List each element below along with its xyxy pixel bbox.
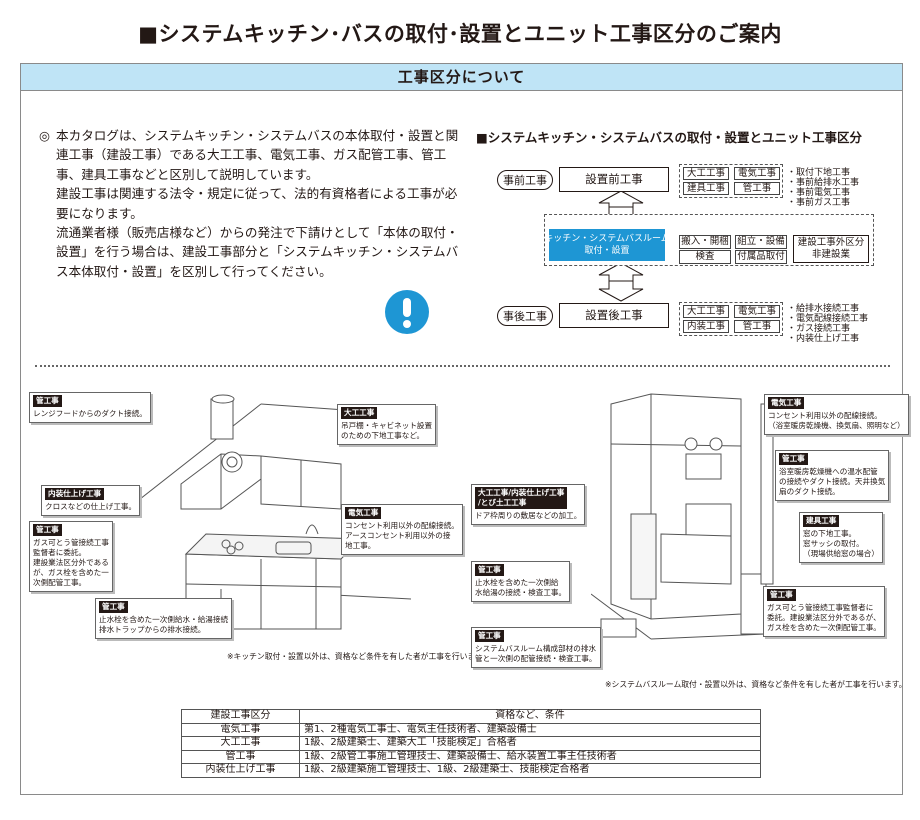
label-head: 大工工事 xyxy=(341,407,378,419)
label-head: 管工事 xyxy=(475,630,504,642)
row-conditions: 1級、2級建築士、建築大工「技能検定」合格者 xyxy=(299,736,761,751)
section-divider xyxy=(35,365,890,367)
label-body: 浴室暖房乾燥機への温水配管 の接続やダクト接続。天井換気 扇のダクト接続。 xyxy=(779,467,886,496)
pre-note-4: ・事前ガス工事 xyxy=(787,198,851,208)
label-body: コンセント利用以外の配線接続。 （浴室暖房乾燥機、換気扇、照明など） xyxy=(768,411,905,430)
pre-main-box: 設置前工事 xyxy=(559,167,669,192)
header-category: 建設工事区分 xyxy=(181,709,300,724)
row-conditions: 第1、2種電気工事士、電気主任技術者、建築設備士 xyxy=(299,722,761,737)
tag-unpacking: 搬入・開梱 xyxy=(679,235,731,249)
label-body: クロスなどの仕上げ工事。 xyxy=(45,502,137,511)
label-head: 電気工事 xyxy=(768,397,805,409)
intro-paragraph-2: 建設工事は関連する法令・規定に従って、法的有資格者による工事が必要になります。 xyxy=(56,186,458,221)
post-tag-carpentry: 大工工事 xyxy=(683,305,729,318)
table-row: 電気工事 第1、2種電気工事士、電気主任技術者、建築設備士 xyxy=(181,722,761,737)
kitchen-footnote: ※キッチン取付・設置以外は、資格など条件を有した者が工事を行います。 xyxy=(227,652,491,661)
installation-line-1: キッチン・システムバスルーム xyxy=(544,234,670,244)
post-note-3: ・ガス接続工事 xyxy=(787,324,851,334)
table-row: 管工事 1級、2級管工事施工管理技士、建築設備士、給水装置工事主任技術者 xyxy=(181,749,761,764)
kitchen-label-electric: 電気工事 コンセント利用以外の配線接続。 アースコンセント利用以外の接 地工事。 xyxy=(341,504,463,555)
tag-accessories: 付属品取付 xyxy=(735,250,787,264)
label-head: 管工事 xyxy=(779,453,808,465)
label-body: 止水栓を含めた一次側給 水給湯の接続・検査工事。 xyxy=(475,578,567,597)
label-body: レンジフードからのダクト接続。 xyxy=(33,409,147,418)
label-head: 管工事 xyxy=(767,589,796,601)
pre-tag-fittings: 建具工事 xyxy=(683,182,729,195)
post-note-4: ・内装仕上げ工事 xyxy=(787,334,860,344)
label-head: 管工事 xyxy=(475,564,504,576)
row-conditions: 1級、2級建築施工管理技士、1級、2級建築士、技能検定合格者 xyxy=(299,763,761,778)
row-category: 管工事 xyxy=(181,749,300,764)
label-body: 止水栓を含めた一次側給水・給湯接続 排水トラップからの排水接続。 xyxy=(99,615,229,634)
post-note-2: ・電気配線接続工事 xyxy=(787,314,869,324)
table-header-row: 建設工事区分 資格など、条件 xyxy=(181,709,761,724)
intro-paragraph-1: 本カタログは、システムキッチン・システムバスの本体取付・設置と関連工事（建設工事… xyxy=(56,128,459,182)
pre-tag-plumbing: 管工事 xyxy=(734,182,780,195)
row-category: 電気工事 xyxy=(181,722,300,737)
label-body: ドア枠周りの敷居などの加工。 xyxy=(475,511,582,520)
non-construction-line-1: 建設工事外区分 xyxy=(797,237,865,248)
table-row: 内装仕上げ工事 1級、2級建築施工管理技士、1級、2級建築士、技能検定合格者 xyxy=(181,763,761,778)
label-head: 内装仕上げ工事 xyxy=(45,488,105,500)
kitchen-label-duct: 管工事 レンジフードからのダクト接続。 xyxy=(29,392,151,423)
flow-title: ■システムキッチン・システムバスの取付・設置とユニット工事区分 xyxy=(476,130,863,145)
label-head: 管工事 xyxy=(33,395,62,407)
bath-label-gas: 管工事 ガス可とう管接続工事監督者に 委託。建設業法区分外であるが、 ガス栓を含… xyxy=(763,586,885,637)
post-tag-interior: 内装工事 xyxy=(683,320,729,333)
label-body: ガス可とう管接続工事監督者に 委託。建設業法区分外であるが、 ガス栓を含めた一次… xyxy=(767,603,881,632)
kitchen-label-gas: 管工事 ガス可とう管接続工事 監督者に委託。 建設業法区分外である が、ガス栓を… xyxy=(29,521,113,592)
post-tag-plumbing: 管工事 xyxy=(734,320,780,333)
bath-label-drain: 管工事 システムバスルーム構成部材の排水 管と一次側の配管接続・検査工事。 xyxy=(471,627,601,668)
non-construction-line-2: 非建設業 xyxy=(811,249,850,260)
label-head: 建具工事 xyxy=(803,515,840,527)
non-construction-box: 建設工事外区分 非建設業 xyxy=(793,235,869,263)
table-row: 大工工事 1級、2級建築士、建築大工「技能検定」合格者 xyxy=(181,736,761,751)
header-conditions: 資格など、条件 xyxy=(299,709,761,724)
stage-pre: 事前工事 xyxy=(497,170,553,190)
post-tag-electric: 電気工事 xyxy=(734,305,780,318)
label-body: システムバスルーム構成部材の排水 管と一次側の配管接続・検査工事。 xyxy=(475,644,597,663)
tag-assembly: 組立・設備 xyxy=(735,235,787,249)
stage-post: 事後工事 xyxy=(497,306,553,326)
tag-inspection: 検査 xyxy=(679,250,731,264)
kitchen-label-water: 管工事 止水栓を含めた一次側給水・給湯接続 排水トラップからの排水接続。 xyxy=(95,598,233,639)
bath-footnote: ※システムバスルーム取付・設置以外は、資格など条件を有した者が工事を行います。 xyxy=(605,680,907,689)
bath-label-electric: 電気工事 コンセント利用以外の配線接続。 （浴室暖房乾燥機、換気扇、照明など） xyxy=(764,394,909,435)
label-body: ガス可とう管接続工事 監督者に委託。 建設業法区分外である が、ガス栓を含めた一… xyxy=(33,538,109,587)
label-head: 管工事 xyxy=(99,601,128,613)
pre-note-2: ・事前給排水工事 xyxy=(787,178,860,188)
label-head: 電気工事 xyxy=(345,507,382,519)
bath-illustration xyxy=(591,393,774,640)
page-title: ■システムキッチン･バスの取付･設置とユニット工事区分のご案内 xyxy=(138,22,782,46)
pre-tag-carpentry: 大工工事 xyxy=(683,167,729,180)
installation-line-2: 取付・設置 xyxy=(584,246,630,256)
installation-main-box: キッチン・システムバスルーム 取付・設置 xyxy=(544,229,670,261)
post-main-box: 設置後工事 xyxy=(559,303,669,328)
row-category: 大工工事 xyxy=(181,736,300,751)
label-head: 大工工事/内装仕上げ工事 /とび土工工事 xyxy=(475,487,568,509)
bath-label-door-frame: 大工工事/内装仕上げ工事 /とび土工工事 ドア枠周りの敷居などの加工。 xyxy=(471,484,586,525)
intro-paragraph-3: 流通業者様（販売店様など）からの発注で下請けとして「本体の取付・設置」を行う場合… xyxy=(56,225,459,279)
exclamation-icon xyxy=(385,290,429,334)
row-conditions: 1級、2級管工事施工管理技士、建築設備士、給水装置工事主任技術者 xyxy=(299,749,761,764)
row-category: 内装仕上げ工事 xyxy=(181,763,300,778)
label-body: 吊戸棚・キャビネット設置 のための下地工事など。 xyxy=(341,421,433,440)
label-body: 窓の下地工事。 窓サッシの取付。 （現場供給窓の場合） xyxy=(803,529,879,558)
construction-division-panel: 工事区分について ◎ 本カタログは、システムキッチン・システムバスの本体取付・設… xyxy=(20,63,909,795)
double-circle-mark: ◎ xyxy=(39,128,50,143)
kitchen-label-carpentry: 大工工事 吊戸棚・キャビネット設置 のための下地工事など。 xyxy=(337,404,437,445)
kitchen-label-interior: 内装仕上げ工事 クロスなどの仕上げ工事。 xyxy=(41,485,141,516)
bath-label-window: 建具工事 窓の下地工事。 窓サッシの取付。 （現場供給窓の場合） xyxy=(799,512,883,563)
label-body: コンセント利用以外の配線接続。 アースコンセント利用以外の接 地工事。 xyxy=(345,521,459,550)
post-note-1: ・給排水接続工事 xyxy=(787,304,860,314)
label-head: 管工事 xyxy=(33,524,62,536)
bath-label-water: 管工事 止水栓を含めた一次側給 水給湯の接続・検査工事。 xyxy=(471,561,571,602)
section-banner: 工事区分について xyxy=(21,64,902,91)
bath-label-ventilation: 管工事 浴室暖房乾燥機への温水配管 の接続やダクト接続。天井換気 扇のダクト接続… xyxy=(775,450,890,501)
pre-note-1: ・取付下地工事 xyxy=(787,168,851,178)
pre-note-3: ・事前電気工事 xyxy=(787,188,851,198)
pre-tag-electric: 電気工事 xyxy=(734,167,780,180)
qualifications-table: 建設工事区分 資格など、条件 電気工事 第1、2種電気工事士、電気主任技術者、建… xyxy=(181,709,761,778)
intro-text: ◎ 本カタログは、システムキッチン・システムバスの本体取付・設置と関連工事（建設… xyxy=(39,126,459,281)
